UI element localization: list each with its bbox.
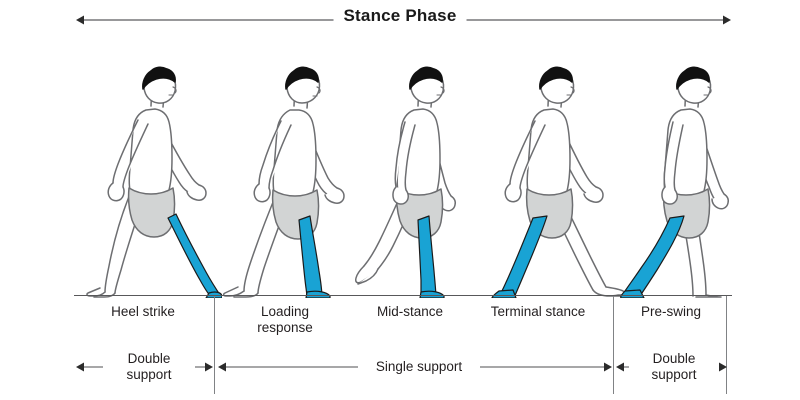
- phase-label-mid-stance: Mid-stance: [376, 304, 444, 319]
- support-double-initial-line1: Double: [127, 351, 171, 366]
- stance-phase-band: Stance Phase: [0, 0, 800, 42]
- figure-heel-strike: [72, 40, 222, 298]
- ground-line: [74, 295, 732, 296]
- phase-label-heel-strike: Heel strike: [111, 304, 175, 319]
- support-label-single-support: Single support: [358, 359, 480, 375]
- divider-pre-swing: [613, 296, 614, 394]
- support-double-final-line2: support: [651, 367, 697, 382]
- support-double-final-line1: Double: [652, 351, 696, 366]
- gait-figures-row: [0, 40, 800, 298]
- divider-cycle-end: [726, 296, 727, 394]
- figure-mid-stance: [352, 40, 482, 298]
- figure-pre-swing: [618, 40, 748, 298]
- figure-terminal-stance: [478, 40, 628, 298]
- divider-loading-response: [214, 296, 215, 394]
- phase-label-loading-response-line2: response: [257, 320, 313, 335]
- phase-label-loading-response-line1: Loading: [260, 304, 310, 319]
- phase-label-terminal-stance: Terminal stance: [490, 304, 586, 319]
- phase-label-pre-swing: Pre-swing: [640, 304, 702, 319]
- support-double-initial-line2: support: [126, 367, 172, 382]
- stance-phase-title: Stance Phase: [333, 6, 467, 26]
- figure-loading-response: [222, 40, 367, 298]
